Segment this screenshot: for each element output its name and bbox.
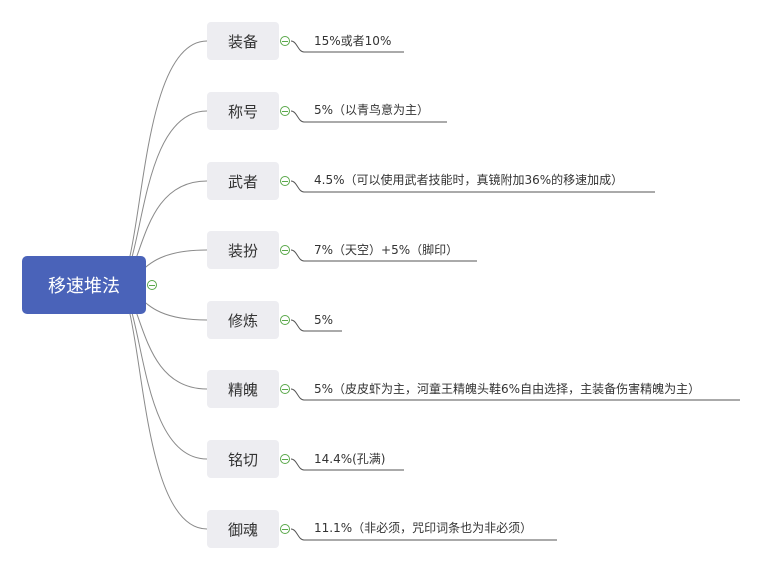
branch-label: 精魄	[227, 380, 258, 399]
leaf-underline-connector	[290, 388, 740, 401]
branch-topic-outfit[interactable]: 装扮	[207, 231, 279, 269]
branch-label: 御魂	[227, 520, 258, 539]
leaf-underline-connector	[290, 458, 404, 471]
leaf-underline-connector	[290, 40, 404, 53]
branch-topic-warrior[interactable]: 武者	[207, 162, 279, 200]
leaf-underline-connector	[290, 249, 477, 262]
leaf-text-spirit[interactable]: 5%（皮皮虾为主，河童王精魄头鞋6%自由选择，主装备伤害精魄为主）	[314, 382, 701, 396]
collapse-icon-spirit[interactable]	[280, 384, 290, 394]
leaf-underline-connector	[290, 110, 447, 123]
leaf-text-equipment[interactable]: 15%或者10%	[314, 34, 392, 48]
branch-label: 装扮	[227, 241, 258, 260]
collapse-icon-warrior[interactable]	[280, 176, 290, 186]
leaf-text-cultivation[interactable]: 5%	[314, 313, 334, 327]
leaf-text-title[interactable]: 5%（以青鸟意为主）	[314, 103, 430, 117]
branch-label: 装备	[227, 32, 258, 51]
leaf-text-warrior[interactable]: 4.5%（可以使用武者技能时，真镜附加36%的移速加成）	[314, 173, 624, 187]
collapse-icon-soul[interactable]	[280, 524, 290, 534]
root-topic[interactable]: 移速堆法	[22, 256, 146, 314]
branch-label: 修炼	[227, 311, 258, 330]
branch-topic-cultivation[interactable]: 修炼	[207, 301, 279, 339]
branch-topic-title[interactable]: 称号	[207, 92, 279, 130]
branch-topic-equipment[interactable]: 装备	[207, 22, 279, 60]
collapse-icon-outfit[interactable]	[280, 245, 290, 255]
branch-label: 武者	[227, 172, 258, 191]
branch-topic-spirit[interactable]: 精魄	[207, 370, 279, 408]
leaf-underline-connector	[290, 180, 655, 193]
branch-label: 铭切	[227, 450, 258, 469]
leaf-text-soul[interactable]: 11.1%（非必须，咒印词条也为非必须）	[314, 521, 533, 535]
leaf-text-inscription[interactable]: 14.4%(孔满)	[314, 452, 386, 466]
root-collapse-icon[interactable]	[147, 280, 157, 290]
collapse-icon-cultivation[interactable]	[280, 315, 290, 325]
collapse-icon-inscription[interactable]	[280, 454, 290, 464]
branch-label: 称号	[227, 102, 258, 121]
branch-topic-inscription[interactable]: 铭切	[207, 440, 279, 478]
root-topic-label: 移速堆法	[48, 276, 120, 297]
leaf-underline-connector	[290, 319, 342, 332]
leaf-text-outfit[interactable]: 7%（天空）+5%（脚印）	[314, 243, 459, 257]
leaf-underline-connector	[290, 528, 557, 541]
collapse-icon-title[interactable]	[280, 106, 290, 116]
collapse-icon-equipment[interactable]	[280, 36, 290, 46]
root-to-branch-connector	[114, 284, 208, 530]
branch-topic-soul[interactable]: 御魂	[207, 510, 279, 548]
root-to-branch-connector	[114, 40, 208, 286]
